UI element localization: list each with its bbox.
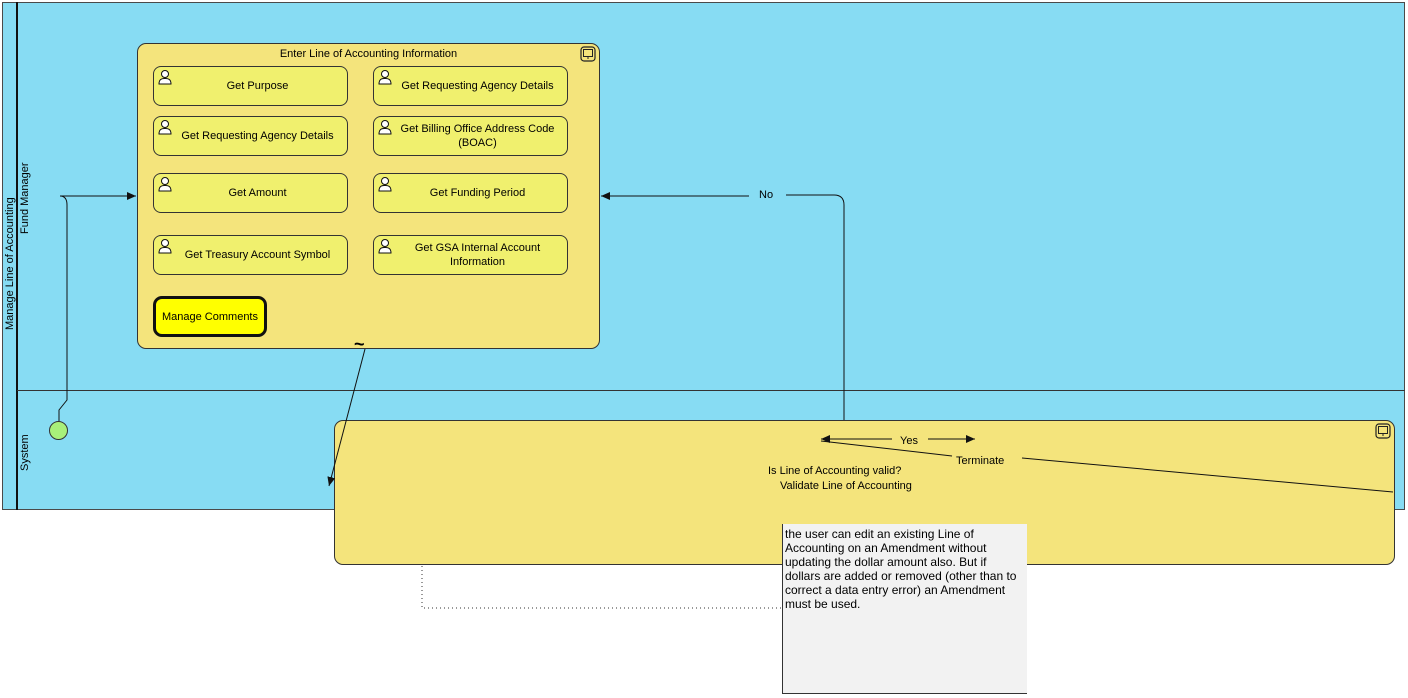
task-get-funding-period[interactable]: Get Funding Period — [373, 173, 568, 213]
task-get-purpose[interactable]: Get Purpose — [153, 66, 348, 106]
start-event[interactable] — [49, 421, 68, 440]
task-label: Manage Comments — [162, 310, 258, 323]
user-icon — [158, 120, 172, 135]
subprocess-title: Enter Line of Accounting Information — [279, 48, 458, 60]
yes-label: Yes — [900, 435, 918, 447]
task-get-gsa-internal-account-information[interactable]: Get GSA Internal Account Information — [373, 235, 568, 275]
loop-marker: ~ — [354, 334, 365, 354]
task-label: Get GSA Internal Account Information — [414, 242, 541, 268]
subprocess-system-title: Validate Line of Accounting — [780, 480, 912, 492]
task-label: Get Requesting Agency Details — [401, 80, 554, 92]
user-icon — [378, 70, 392, 85]
flow-no-right — [786, 194, 845, 420]
note-association — [421, 566, 782, 609]
task-label: Get Purpose — [226, 80, 289, 92]
flow-enter-to-validate — [327, 348, 366, 487]
task-get-requesting-agency-details-2[interactable]: Get Requesting Agency Details — [153, 116, 348, 156]
gateway-question: Is Line of Accounting valid? — [768, 465, 902, 477]
task-get-billing-office-address-code[interactable]: Get Billing Office Address Code (BOAC) — [373, 116, 568, 156]
task-get-treasury-account-symbol[interactable]: Get Treasury Account Symbol — [153, 235, 348, 275]
task-label: Get Treasury Account Symbol — [184, 249, 331, 261]
task-label: Get Amount — [228, 187, 287, 199]
task-label: Get Billing Office Address Code (BOAC) — [400, 123, 555, 149]
pool-label-strip — [2, 2, 18, 510]
user-icon — [158, 70, 172, 85]
flow-terminate-out — [1021, 457, 1394, 493]
lane-divider — [17, 390, 1405, 391]
task-label: Get Funding Period — [429, 187, 526, 199]
flow-to-terminate — [820, 440, 953, 457]
screen-icon — [1375, 423, 1391, 439]
task-manage-comments[interactable]: Manage Comments — [153, 296, 267, 337]
task-label: Get Requesting Agency Details — [181, 130, 334, 142]
user-icon — [158, 239, 172, 254]
terminate-label: Terminate — [956, 455, 1005, 467]
flow-start-to-enter — [58, 195, 68, 421]
annotation-note: the user can edit an existing Line of Ac… — [782, 524, 1027, 694]
screen-icon — [580, 46, 596, 62]
user-icon — [378, 177, 392, 192]
user-icon — [158, 177, 172, 192]
no-label: No — [759, 189, 774, 201]
task-get-requesting-agency-details-1[interactable]: Get Requesting Agency Details — [373, 66, 568, 106]
user-icon — [378, 239, 392, 254]
user-icon — [378, 120, 392, 135]
task-get-amount[interactable]: Get Amount — [153, 173, 348, 213]
